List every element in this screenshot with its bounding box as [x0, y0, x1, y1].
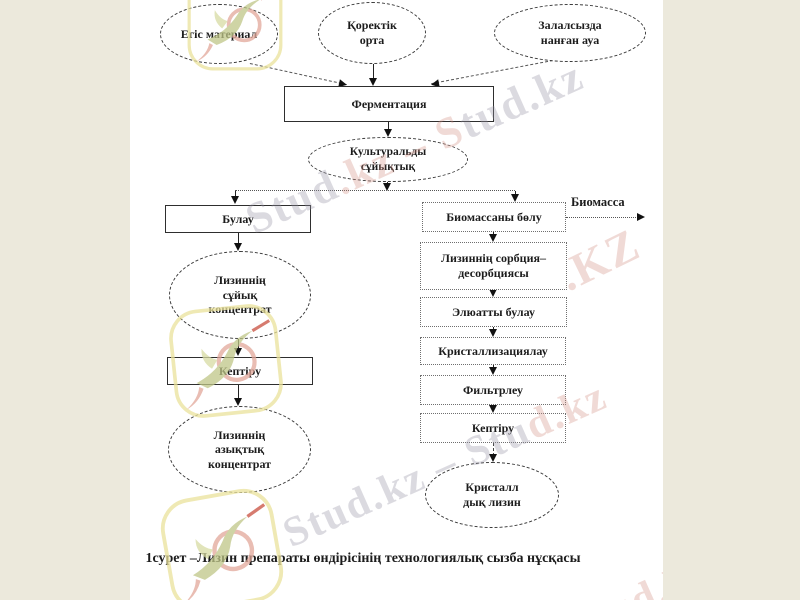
node-drying-left: Кептіру	[167, 357, 313, 385]
connector-bulau-to-concentrate	[238, 233, 239, 244]
node-crystallization: Кристаллизациялау	[420, 337, 566, 365]
node-label: Егіс материал	[180, 26, 258, 41]
node-label: Ферментация	[351, 96, 427, 111]
arrow-head	[231, 196, 239, 204]
node-eluate-evaporation: Элюатты булау	[420, 297, 567, 327]
split-line	[235, 190, 515, 191]
arrow-head	[489, 405, 497, 413]
arrow-head	[511, 194, 519, 202]
node-label: Биомассаны бөлу	[446, 209, 542, 224]
node-filtration: Фильтрлеу	[420, 375, 566, 405]
node-sorption-desorption: Лизиннің сорбция– десорбциясы	[420, 242, 567, 290]
node-label: Кристаллизациялау	[438, 343, 548, 358]
node-label: Элюатты булау	[451, 304, 536, 319]
connector-eluate-to-crystallization	[493, 327, 494, 330]
node-label: Қоректік орта	[347, 18, 397, 47]
connector-drying-to-lysine	[493, 443, 494, 456]
connector-fermentation-to-culture	[388, 122, 389, 130]
arrow-head	[234, 348, 242, 356]
arrow-head	[489, 329, 497, 337]
node-label: Культуральды сұйықтық	[349, 146, 427, 173]
node-label: Залалсызда нанған ауа	[538, 18, 602, 47]
node-culture-liquid: Культуральды сұйықтық	[308, 137, 468, 182]
node-label: Кристалл дық лизин	[463, 480, 521, 509]
node-label: Фильтрлеу	[462, 382, 524, 397]
arrow-head	[234, 243, 242, 251]
connector-biomass-to-sorption	[493, 232, 494, 235]
node-label: Кептіру	[471, 420, 515, 435]
connector-sorption-to-eluate	[489, 289, 497, 297]
node-feed-concentrate: Лизиннің азықтық концентрат	[168, 406, 311, 493]
node-liquid-concentrate: Лизиннің сұйық концентрат	[169, 251, 311, 339]
node-label: Лизиннің сорбция– десорбциясы	[441, 251, 546, 280]
arrow-head	[369, 78, 377, 86]
connector-crystallization-to-filtration	[493, 365, 494, 368]
connector-drying-to-feed	[238, 385, 239, 399]
node-drying-right: Кептіру	[420, 413, 566, 443]
arrow-head	[384, 129, 392, 137]
arrow-head	[489, 234, 497, 242]
node-nutrient-medium: Қоректік орта	[318, 2, 426, 64]
node-label: Лизиннің сұйық концентрат	[208, 273, 272, 317]
node-label: Кептіру	[218, 363, 262, 378]
biomass-output-label: Биомасса	[571, 195, 625, 209]
connector-biomass-output	[566, 217, 638, 218]
connector-split-to-bulau	[235, 191, 236, 197]
node-crystalline-lysine: Кристалл дық лизин	[425, 462, 559, 528]
connector-split-to-biomass	[515, 191, 516, 195]
node-biomass-separation: Биомассаны бөлу	[422, 202, 566, 232]
arrow-head	[489, 367, 497, 375]
arrow-head	[489, 454, 497, 462]
node-label: Булау	[222, 211, 254, 226]
node-evaporation-left: Булау	[165, 205, 311, 233]
node-seed-material: Егіс материал	[160, 4, 278, 64]
arrow-head	[234, 398, 242, 406]
figure-caption: 1сурет –Лизин препараты өндірісінің техн…	[145, 551, 581, 566]
connector-medium-to-fermentation	[373, 63, 374, 79]
arrow-head	[637, 213, 645, 221]
arrow-head	[383, 183, 391, 191]
node-sterile-air: Залалсызда нанған ауа	[494, 4, 646, 62]
node-fermentation: Ферментация	[284, 86, 494, 122]
node-label: Лизиннің азықтық концентрат	[207, 427, 272, 471]
